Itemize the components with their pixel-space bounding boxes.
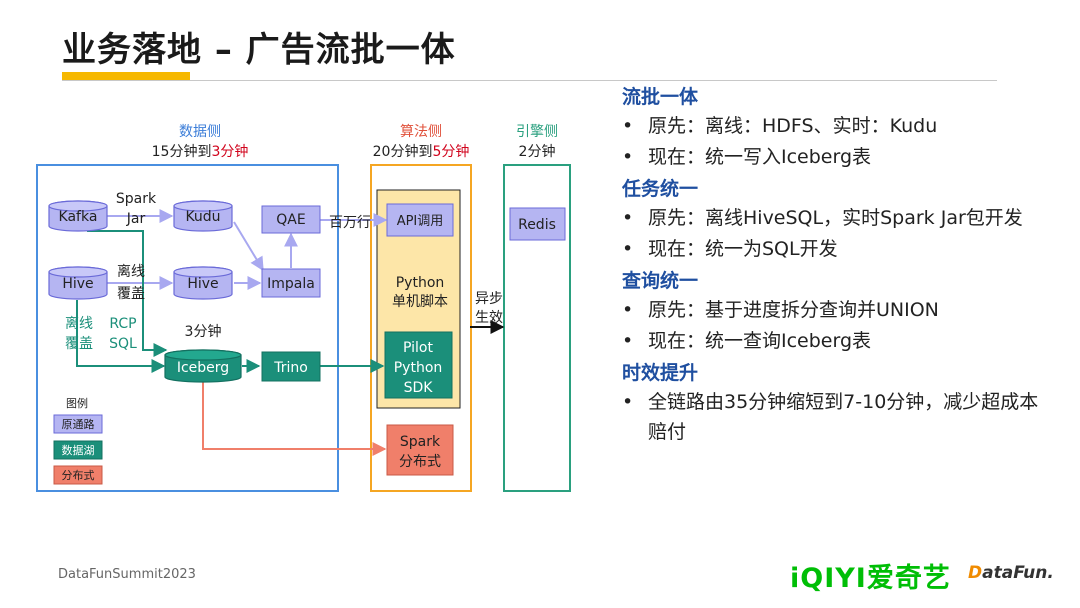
legend-original-path: 原通路 <box>53 414 103 434</box>
svg-text:Kafka: Kafka <box>59 209 98 225</box>
svg-text:Redis: Redis <box>518 217 556 233</box>
engine-side-label: 引擎侧 <box>516 124 558 140</box>
svg-text:Python: Python <box>394 360 443 376</box>
node-spark-distributed: Spark 分布式 <box>386 424 454 476</box>
section-stream-batch: 流批一体 原先：离线：HDFS、实时：Kudu 现在：统一写入Iceberg表 <box>622 83 1062 172</box>
svg-text:SDK: SDK <box>404 380 434 396</box>
bullet-item: 现在：统一写入Iceberg表 <box>622 142 1062 172</box>
node-kudu: Kudu <box>173 200 233 232</box>
iqiyi-logo: iQIYI爱奇艺 <box>790 563 951 594</box>
section-title: 查询统一 <box>622 270 699 292</box>
node-hive-source: Hive <box>48 266 108 300</box>
section-title: 时效提升 <box>622 362 699 384</box>
node-redis: Redis <box>509 207 566 241</box>
svg-text:Impala: Impala <box>267 276 315 292</box>
legend-title: 图例 <box>66 396 88 410</box>
edge-iceberg-spark <box>202 380 387 456</box>
section-task-unify: 任务统一 原先：离线HiveSQL，实时Spark Jar包开发 现在：统一为S… <box>622 175 1062 264</box>
label-spark-jar-2: Jar <box>126 211 146 227</box>
label-spark-jar-1: Spark <box>116 191 157 207</box>
svg-text:数据湖: 数据湖 <box>62 443 95 457</box>
algo-side-label: 算法侧 <box>400 124 442 140</box>
svg-text:Iceberg: Iceberg <box>177 360 229 376</box>
node-qae: QAE <box>261 205 321 234</box>
page-title: 业务落地 – 广告流批一体 <box>62 30 456 70</box>
footer-text: DataFunSummit2023 <box>58 567 196 582</box>
bullet-item: 现在：统一为SQL开发 <box>622 234 1062 264</box>
node-python-script-label: Python 单机脚本 <box>392 275 448 310</box>
section-query-unify: 查询统一 原先：基于进度拆分查询并UNION 现在：统一查询Iceberg表 <box>622 267 1062 356</box>
edge-hive-iceberg <box>76 300 166 373</box>
bullet-item: 原先：离线：HDFS、实时：Kudu <box>622 111 1062 141</box>
label-offline-green-1: 离线 <box>65 315 93 332</box>
label-offline-1: 离线 <box>117 263 145 280</box>
algo-side-latency: 20分钟到5分钟 <box>373 143 470 160</box>
edge-kudu-impala <box>233 221 264 272</box>
svg-text:Hive: Hive <box>62 276 93 292</box>
node-impala: Impala <box>261 268 321 298</box>
svg-text:分布式: 分布式 <box>399 454 441 470</box>
svg-text:Pilot: Pilot <box>403 340 433 356</box>
svg-text:Trino: Trino <box>273 360 308 376</box>
summary-panel: 流批一体 原先：离线：HDFS、实时：Kudu 现在：统一写入Iceberg表 … <box>622 80 1062 448</box>
section-title: 流批一体 <box>622 86 699 108</box>
node-trino: Trino <box>261 351 321 382</box>
label-rcp-1: RCP <box>109 316 136 332</box>
label-offline-2: 覆盖 <box>117 286 145 302</box>
section-title: 任务统一 <box>622 178 699 200</box>
label-three-min: 3分钟 <box>185 323 222 340</box>
legend-data-lake: 数据湖 <box>53 440 103 460</box>
data-side-latency: 15分钟到3分钟 <box>152 143 249 160</box>
svg-text:Kudu: Kudu <box>185 209 220 225</box>
title-underline-accent <box>62 72 190 81</box>
engine-side-latency: 2分钟 <box>519 143 556 160</box>
label-offline-green-2: 覆盖 <box>65 336 93 352</box>
label-rcp-2: SQL <box>109 336 137 352</box>
node-api-call: API调用 <box>386 203 454 237</box>
svg-text:分布式: 分布式 <box>62 469 95 482</box>
data-side-frame <box>36 164 339 492</box>
title-divider <box>62 80 997 81</box>
datafun-logo: DataFun. <box>968 563 1054 583</box>
data-side-label: 数据侧 <box>179 124 221 140</box>
label-async-1: 异步 <box>475 291 503 307</box>
svg-text:QAE: QAE <box>276 212 305 228</box>
bullet-item: 原先：离线HiveSQL，实时Spark Jar包开发 <box>622 203 1062 233</box>
node-iceberg: Iceberg <box>164 349 242 383</box>
svg-text:单机脚本: 单机脚本 <box>392 294 448 310</box>
label-million-rows: 百万行 <box>329 215 371 231</box>
node-hive-target: Hive <box>173 266 233 300</box>
svg-text:API调用: API调用 <box>397 214 444 229</box>
svg-text:Spark: Spark <box>400 434 441 450</box>
node-kafka: Kafka <box>48 200 108 232</box>
svg-text:Python: Python <box>396 275 445 291</box>
bullet-item: 原先：基于进度拆分查询并UNION <box>622 295 1062 325</box>
svg-text:Hive: Hive <box>187 276 218 292</box>
bullet-item: 全链路由35分钟缩短到7-10分钟，减少超成本赔付 <box>622 387 1048 447</box>
section-timeliness: 时效提升 全链路由35分钟缩短到7-10分钟，减少超成本赔付 <box>622 359 1062 447</box>
node-pilot-sdk: Pilot Python SDK <box>384 331 453 399</box>
label-async-2: 生效 <box>475 310 503 326</box>
bullet-item: 现在：统一查询Iceberg表 <box>622 326 1062 356</box>
svg-text:原通路: 原通路 <box>62 418 95 431</box>
legend-distributed: 分布式 <box>53 465 103 485</box>
edge-kafka-iceberg <box>87 230 168 357</box>
